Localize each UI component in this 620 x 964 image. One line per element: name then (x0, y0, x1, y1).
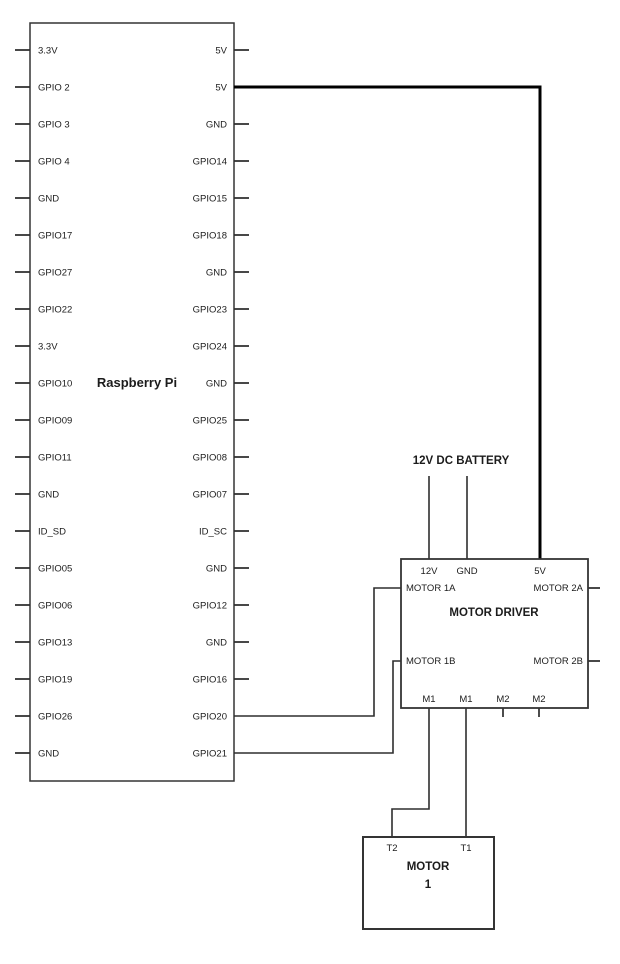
rpi-pin-label-right-1: 5V (215, 46, 227, 57)
wire-5v-rpi-to-motor-driver (234, 85, 542, 559)
rpi-pin-label-left-17: GPIO13 (38, 638, 72, 649)
motor-box (362, 836, 495, 930)
rpi-pin-label-right-4: GPIO14 (193, 157, 227, 168)
motor-number: 1 (425, 879, 432, 891)
rpi-pin-label-left-4: GPIO 4 (38, 157, 70, 168)
rpi-pin-label-right-17: GND (206, 638, 227, 649)
rpi-pin-label-right-13: GPIO07 (193, 490, 227, 501)
motor-pin-t2: T2 (386, 843, 397, 854)
rpi-left-pin-stubs (15, 49, 30, 754)
motor-driver-box (400, 558, 589, 709)
rpi-pin-label-left-10: GPIO10 (38, 379, 72, 390)
rpi-pin-label-left-1: 3.3V (38, 46, 58, 57)
rpi-pin-label-left-13: GND (38, 490, 59, 501)
battery-label: 12V DC BATTERY (413, 455, 510, 467)
rpi-pin-label-left-9: 3.3V (38, 342, 58, 353)
rpi-pin-label-right-8: GPIO23 (193, 305, 227, 316)
rpi-pin-label-right-5: GPIO15 (193, 194, 227, 205)
rpi-pin-label-right-6: GPIO18 (193, 231, 227, 242)
rpi-pin-label-left-11: GPIO09 (38, 416, 72, 427)
rpi-pin-label-right-20: GPIO21 (193, 749, 227, 760)
motor-driver-pin-motor1a: MOTOR 1A (406, 583, 456, 594)
raspberry-pi-box (29, 22, 235, 782)
rpi-pin-label-right-12: GPIO08 (193, 453, 227, 464)
rpi-pin-label-left-3: GPIO 3 (38, 120, 70, 131)
rpi-pin-label-left-14: ID_SD (38, 527, 66, 538)
rpi-pin-label-right-2: 5V (215, 83, 227, 94)
rpi-pin-label-right-14: ID_SC (199, 527, 227, 538)
motor-driver-right-stubs (588, 587, 600, 662)
motor-driver-pin-m2b: M2 (532, 694, 545, 705)
wire-gpio20-to-motor1a (234, 587, 401, 717)
motor-driver-title: MOTOR DRIVER (449, 607, 539, 619)
rpi-pin-label-right-15: GND (206, 564, 227, 575)
motor-title: MOTOR (407, 861, 450, 873)
rpi-pin-label-left-7: GPIO27 (38, 268, 72, 279)
rpi-pin-label-left-16: GPIO06 (38, 601, 72, 612)
rpi-pin-label-right-16: GPIO12 (193, 601, 227, 612)
motor-driver-pin-motor2a: MOTOR 2A (534, 583, 584, 594)
rpi-pin-label-right-11: GPIO25 (193, 416, 227, 427)
raspberry-pi-title: Raspberry Pi (97, 375, 177, 390)
motor-driver-pin-m1a: M1 (422, 694, 435, 705)
motor-driver-pin-m1b: M1 (459, 694, 472, 705)
motor-pin-t1: T1 (460, 843, 471, 854)
rpi-pin-label-right-19: GPIO20 (193, 712, 227, 723)
rpi-pin-label-left-8: GPIO22 (38, 305, 72, 316)
rpi-pin-label-left-12: GPIO11 (38, 453, 72, 464)
rpi-pin-label-right-3: GND (206, 120, 227, 131)
motor-driver-m2-stubs (502, 708, 540, 717)
rpi-pin-label-left-6: GPIO17 (38, 231, 72, 242)
motor-driver-pin-motor2b: MOTOR 2B (534, 656, 583, 667)
rpi-pin-label-right-7: GND (206, 268, 227, 279)
motor-driver-pin-12v: 12V (421, 566, 439, 577)
motor-driver-pin-5v: 5V (534, 566, 546, 577)
wire-m1-to-motor-t2 (391, 708, 430, 837)
rpi-pin-label-left-19: GPIO26 (38, 712, 72, 723)
rpi-pin-label-right-10: GND (206, 379, 227, 390)
rpi-pin-label-left-20: GND (38, 749, 59, 760)
rpi-pin-label-right-18: GPIO16 (193, 675, 227, 686)
rpi-pin-label-left-2: GPIO 2 (38, 83, 70, 94)
rpi-pin-label-right-9: GPIO24 (193, 342, 227, 353)
motor-driver-pin-m2a: M2 (496, 694, 509, 705)
rpi-right-pin-stubs (234, 49, 249, 680)
rpi-pin-label-left-15: GPIO05 (38, 564, 72, 575)
motor-driver-pin-motor1b: MOTOR 1B (406, 656, 455, 667)
rpi-pin-label-left-18: GPIO19 (38, 675, 72, 686)
motor-driver-pin-gnd: GND (456, 566, 477, 577)
rpi-pin-label-left-5: GND (38, 194, 59, 205)
wire-gpio21-to-motor1b (234, 660, 401, 754)
